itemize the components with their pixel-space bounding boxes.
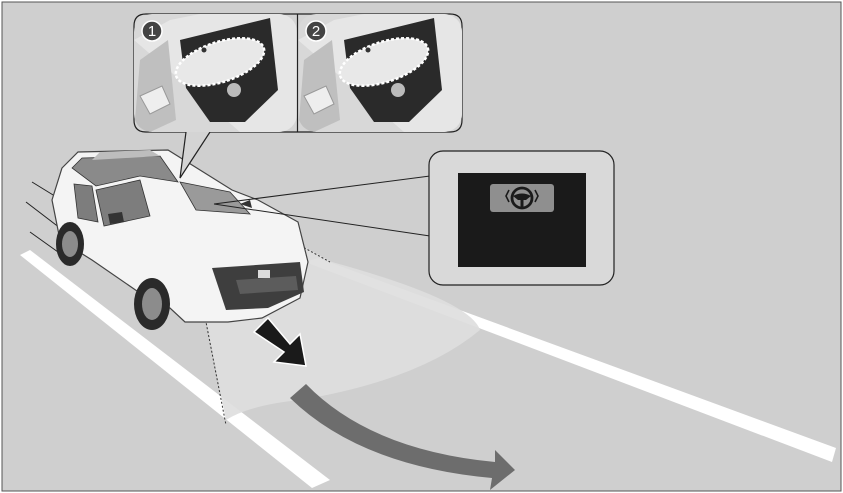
callout-number-1: 1	[148, 23, 156, 40]
callout-number-2: 2	[312, 23, 320, 40]
callout-badge-2: 2	[306, 21, 326, 41]
indicator-panel	[429, 151, 614, 285]
callout-badge-1: 1	[142, 21, 162, 41]
